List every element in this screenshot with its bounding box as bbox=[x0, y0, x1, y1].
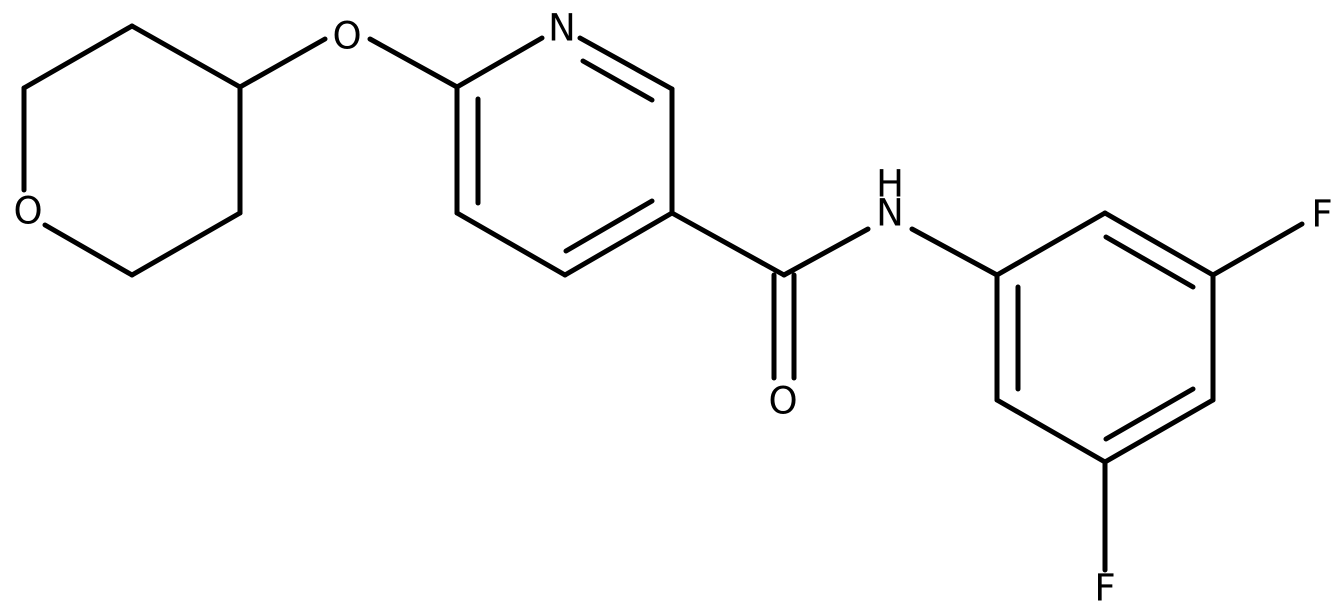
fluorine-bond-upper bbox=[1210, 221, 1305, 278]
atom-label-fluorine-upper: F bbox=[1311, 193, 1332, 236]
oxane-bond-c3-c2 bbox=[21, 23, 135, 91]
pyridine-bond-c3-c4-inner bbox=[563, 198, 655, 254]
aryl-bond-c5-c6 bbox=[994, 397, 1108, 465]
oxane-bond-c4-c3 bbox=[129, 23, 243, 90]
ether-bond-pyridine bbox=[367, 36, 460, 90]
oxane-bond-c6-c5 bbox=[129, 210, 243, 278]
bonds bbox=[21, 23, 1305, 573]
pyridine-bond-c3-c4 bbox=[562, 210, 675, 278]
atom-label-fluorine-lower: F bbox=[1094, 567, 1115, 610]
amide-bond-carbonyl-n bbox=[781, 226, 871, 278]
atom-label-pyridine-n: N bbox=[548, 7, 576, 50]
pyridine-bond-n1-c2-inner bbox=[580, 58, 655, 103]
aryl-bond-c4-c5 bbox=[1102, 397, 1216, 465]
pyridine-bond-n1-c2 bbox=[577, 35, 675, 92]
aryl-bond-c2-c3 bbox=[1102, 210, 1216, 278]
pyridine-bond-c4-c5 bbox=[454, 210, 568, 278]
oxane-bond-o-c6 bbox=[42, 222, 135, 278]
aryl-bond-c2-c3-inner bbox=[1103, 234, 1196, 290]
amide-bond-ring-carbonyl bbox=[669, 210, 787, 278]
aryl-bond-c1-c2 bbox=[994, 210, 1108, 278]
atom-label-oxane-o: O bbox=[13, 190, 42, 233]
atom-labels: N O O H N O F F bbox=[13, 7, 1332, 610]
aryl-bond-c4-c5-inner bbox=[1103, 386, 1196, 442]
ether-bond-oxane bbox=[237, 36, 328, 90]
atom-label-ether-o: O bbox=[332, 15, 361, 58]
amide-bond-n-aryl bbox=[909, 226, 1000, 278]
atom-label-amide-h: H bbox=[876, 163, 904, 206]
atom-label-carbonyl-o: O bbox=[768, 380, 797, 423]
pyridine-bond-c6-n1 bbox=[454, 35, 545, 90]
atom-label-amide-n: N bbox=[876, 192, 904, 235]
